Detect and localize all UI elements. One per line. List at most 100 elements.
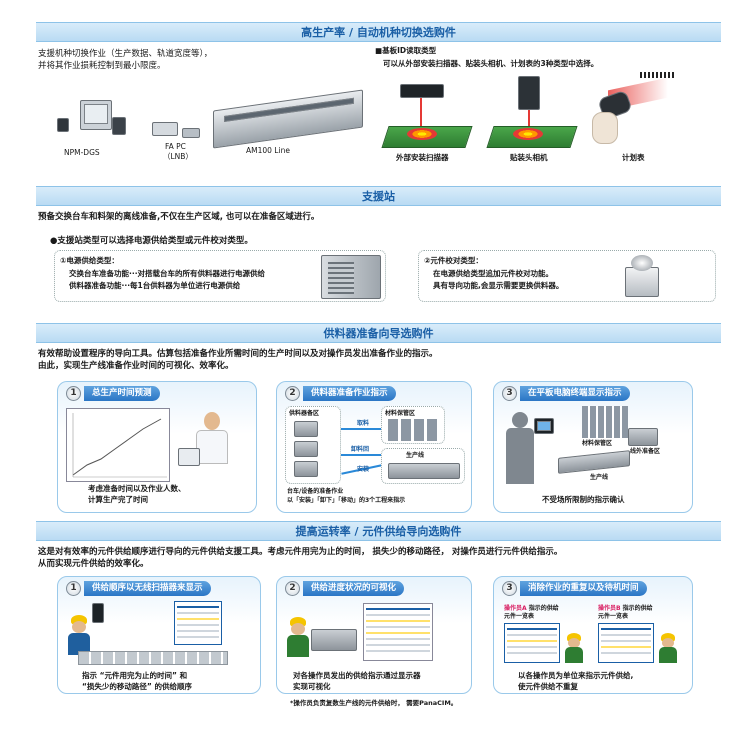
sec2-bullet: ●支援站类型可以选择电源供给类型或元件校对类型。 — [50, 236, 253, 246]
sec1-desc-line2: 并将其作业损耗控制到最小限度。 — [38, 61, 166, 71]
p4-3-caption-line1: 以各操作员为单位来指示元件供给, — [518, 671, 634, 680]
operator-b-icon — [658, 633, 678, 663]
sec4-desc-line2: 从而实现元件供给的效率化。 — [38, 559, 149, 569]
section-title-component-supply-guide: 提高运转率 / 元件供给导向选购件 — [36, 521, 721, 541]
panel-production-time-forecast: 1 总生产时间预测 考虑准备时间以及作业人数、 计算生产完了时间 — [57, 381, 257, 513]
section-title-auto-changeover: 高生产率 / 自动机种切换选购件 — [36, 22, 721, 42]
operator-b-list-label-line2: 元件一览表 — [598, 613, 629, 620]
operator-with-tablet-icon — [500, 412, 540, 484]
power-supply-title: ①电源供给类型： — [60, 256, 119, 265]
progress-monitor-screen — [363, 603, 433, 661]
panel-title: 消除作业的重复以及待机时间 — [520, 581, 647, 596]
wireless-scanner-icon — [92, 603, 104, 623]
verify-unit-icon — [625, 267, 659, 297]
section-title-feeder-setup-guide: 供料器准备向导选购件 — [36, 323, 721, 343]
id-read-title: ■基板ID读取类型 — [375, 46, 437, 55]
sec3-desc-line2: 由此，实现生产线准备作业时间的可视化、效率化。 — [38, 361, 234, 371]
operator-b-label: 操作员B — [598, 605, 621, 612]
power-supply-type-box: ①电源供给类型： 交换台车准备功能···对搭载台车的所有供料器进行电源供给 供料… — [54, 250, 386, 302]
component-verify-line2: 具有导向功能,会显示需要更换供料器。 — [433, 281, 564, 290]
panel-remove-duplicate-work: 3 消除作业的重复以及待机时间 操作员A 指示的供给 元件一览表 操作员B 指示… — [493, 576, 693, 694]
panel-number: 1 — [66, 581, 81, 596]
sec1-desc-line1: 支援机种切换作业（生产数据、轨道宽度等）， — [38, 49, 213, 59]
carts-icon — [628, 428, 658, 446]
pc-tower-icon — [112, 117, 126, 135]
camera-icon — [518, 76, 540, 110]
section-title-support-station: 支援站 — [36, 186, 721, 206]
operator-a-list-label: 操作员A 指示的供给 — [504, 605, 559, 612]
caption-external-scanner: 外部安装扫描器 — [396, 153, 449, 162]
component-verify-type-box: ②元件校对类型： 在电源供给类型追加元件校对功能。 具有导向功能,会显示需要更换… — [418, 250, 716, 302]
power-supply-line2: 供料器准备功能···每1台供料器为单位进行电源供给 — [69, 281, 241, 290]
sec4-desc-line1: 这是对有效率的元件供给顺序进行导向的元件供给支援工具。考虑元件用完为止的时间， … — [38, 547, 563, 557]
feeder-prep-area-label: 供料器备区 — [289, 410, 320, 417]
panel-number: 1 — [66, 386, 81, 401]
material-storage-area: 材料保管区 — [381, 406, 445, 444]
p3-caption: 不受场所限制的指示确认 — [542, 495, 625, 504]
monitor-icon — [80, 100, 112, 130]
panel-number: 3 — [502, 581, 517, 596]
p4-2-caption-line2: 实现可视化 — [293, 682, 331, 691]
production-line-label: 生产线 — [406, 452, 425, 459]
p3-storage-label: 材料保管区 — [582, 440, 613, 447]
forecast-chart-screen — [66, 408, 170, 482]
reel-icon — [631, 255, 653, 271]
caption-head-camera: 贴装头相机 — [510, 153, 548, 162]
material-storage-label: 材料保管区 — [385, 410, 416, 417]
p3-outside-label: 线外准备区 — [630, 448, 661, 455]
operator-a-icon — [564, 633, 584, 663]
barcode-icon — [640, 72, 674, 78]
tablet-icon — [534, 418, 554, 434]
operator-a-label: 操作员A — [504, 605, 527, 612]
p2-caption-line1: 台车/设备的准备作业 — [287, 488, 344, 495]
operator-b-list-text: 指示的供给 — [620, 605, 653, 612]
operator-icon — [285, 617, 311, 657]
fa-pc-sub-label: （LNB） — [163, 152, 193, 161]
scanner-screen — [174, 601, 222, 645]
panel-title: 供给顺序以无线扫描器来显示 — [84, 581, 211, 596]
operator-a-screen — [504, 623, 560, 663]
component-verify-title: ②元件校对类型： — [424, 256, 483, 265]
ngds-label: NPM-DGS — [64, 148, 100, 157]
p3-line-label: 生产线 — [590, 474, 609, 481]
footnote-panacim: *操作员负责复数生产线的元件供给时， 需要PanaCIM。 — [290, 699, 458, 707]
operator-a-list-text: 指示的供给 — [526, 605, 559, 612]
caption-schedule: 计划表 — [622, 153, 645, 162]
scanner-icon — [400, 84, 444, 98]
line-machine-icon — [311, 629, 357, 651]
panel-tablet-instruction: 3 在平板电脑终端显示指示 材料保管区 线外准备区 生产线 不受场所限制的指示确… — [493, 381, 693, 513]
fa-pc-unit-icon — [182, 128, 200, 138]
feeder-row-illustration — [78, 651, 228, 665]
p4-1-caption-line2: “损失少的移动路径” 的供给顺序 — [82, 682, 192, 691]
sec3-desc-line1: 有效帮助设置程序的导向工具。估算包括准备作业所需时间的生产时间以及对操作员发出准… — [38, 349, 438, 359]
panel-supply-progress-visualization: 2 供给进度状况的可视化 对各操作员发出的供给指示通过显示器 实现可视化 — [276, 576, 472, 694]
operator-icon — [66, 615, 92, 655]
arrow-take — [341, 428, 381, 430]
operator-b-screen — [598, 623, 654, 663]
panel-number: 2 — [285, 581, 300, 596]
panel-title: 供料器准备作业指示 — [303, 386, 396, 401]
hand-icon — [592, 112, 618, 144]
am100-label: AM100 Line — [246, 146, 290, 155]
feeder-prep-area: 供料器备区 — [285, 406, 341, 484]
storage-racks-icon — [582, 406, 628, 438]
id-read-desc: 可以从外部安装扫描器、贴装头相机、计划表的3种类型中选择。 — [383, 59, 599, 68]
fa-pc-label: FA PC — [165, 142, 186, 151]
panel-title: 供给进度状况的可视化 — [303, 581, 405, 596]
panel-title: 在平板电脑终端显示指示 — [520, 386, 630, 401]
forecast-curve-illustration — [72, 413, 167, 478]
p2-caption-line2: 以「安装」「卸下」「移动」的3个工程来指示 — [287, 497, 406, 504]
panel-title: 总生产时间预测 — [84, 386, 160, 401]
sec2-desc: 预备交换台车和料架的离线准备,不仅在生产区域, 也可以在准备区域进行。 — [38, 212, 320, 222]
support-station-machine — [321, 255, 381, 299]
fa-pc-icon — [152, 122, 178, 136]
p4-1-caption-line1: 指示 “元件用完为止的时间” 和 — [82, 671, 188, 680]
component-verify-line1: 在电源供给类型追加元件校对功能。 — [433, 269, 553, 278]
panel-wireless-scanner-order: 1 供给顺序以无线扫描器来显示 指示 “元件用完为止的时间” 和 “损失少的移动… — [57, 576, 261, 694]
p1-caption-line1: 考虑准备时间以及作业人数、 — [88, 484, 186, 493]
p4-2-caption-line1: 对各操作员发出的供给指示通过显示器 — [293, 671, 421, 680]
arrow-return — [341, 454, 381, 456]
power-supply-line1: 交换台车准备功能···对搭载台车的所有供料器进行电源供给 — [69, 269, 266, 278]
am100-line-machine — [213, 89, 363, 149]
production-line-area: 生产线 — [381, 448, 465, 484]
